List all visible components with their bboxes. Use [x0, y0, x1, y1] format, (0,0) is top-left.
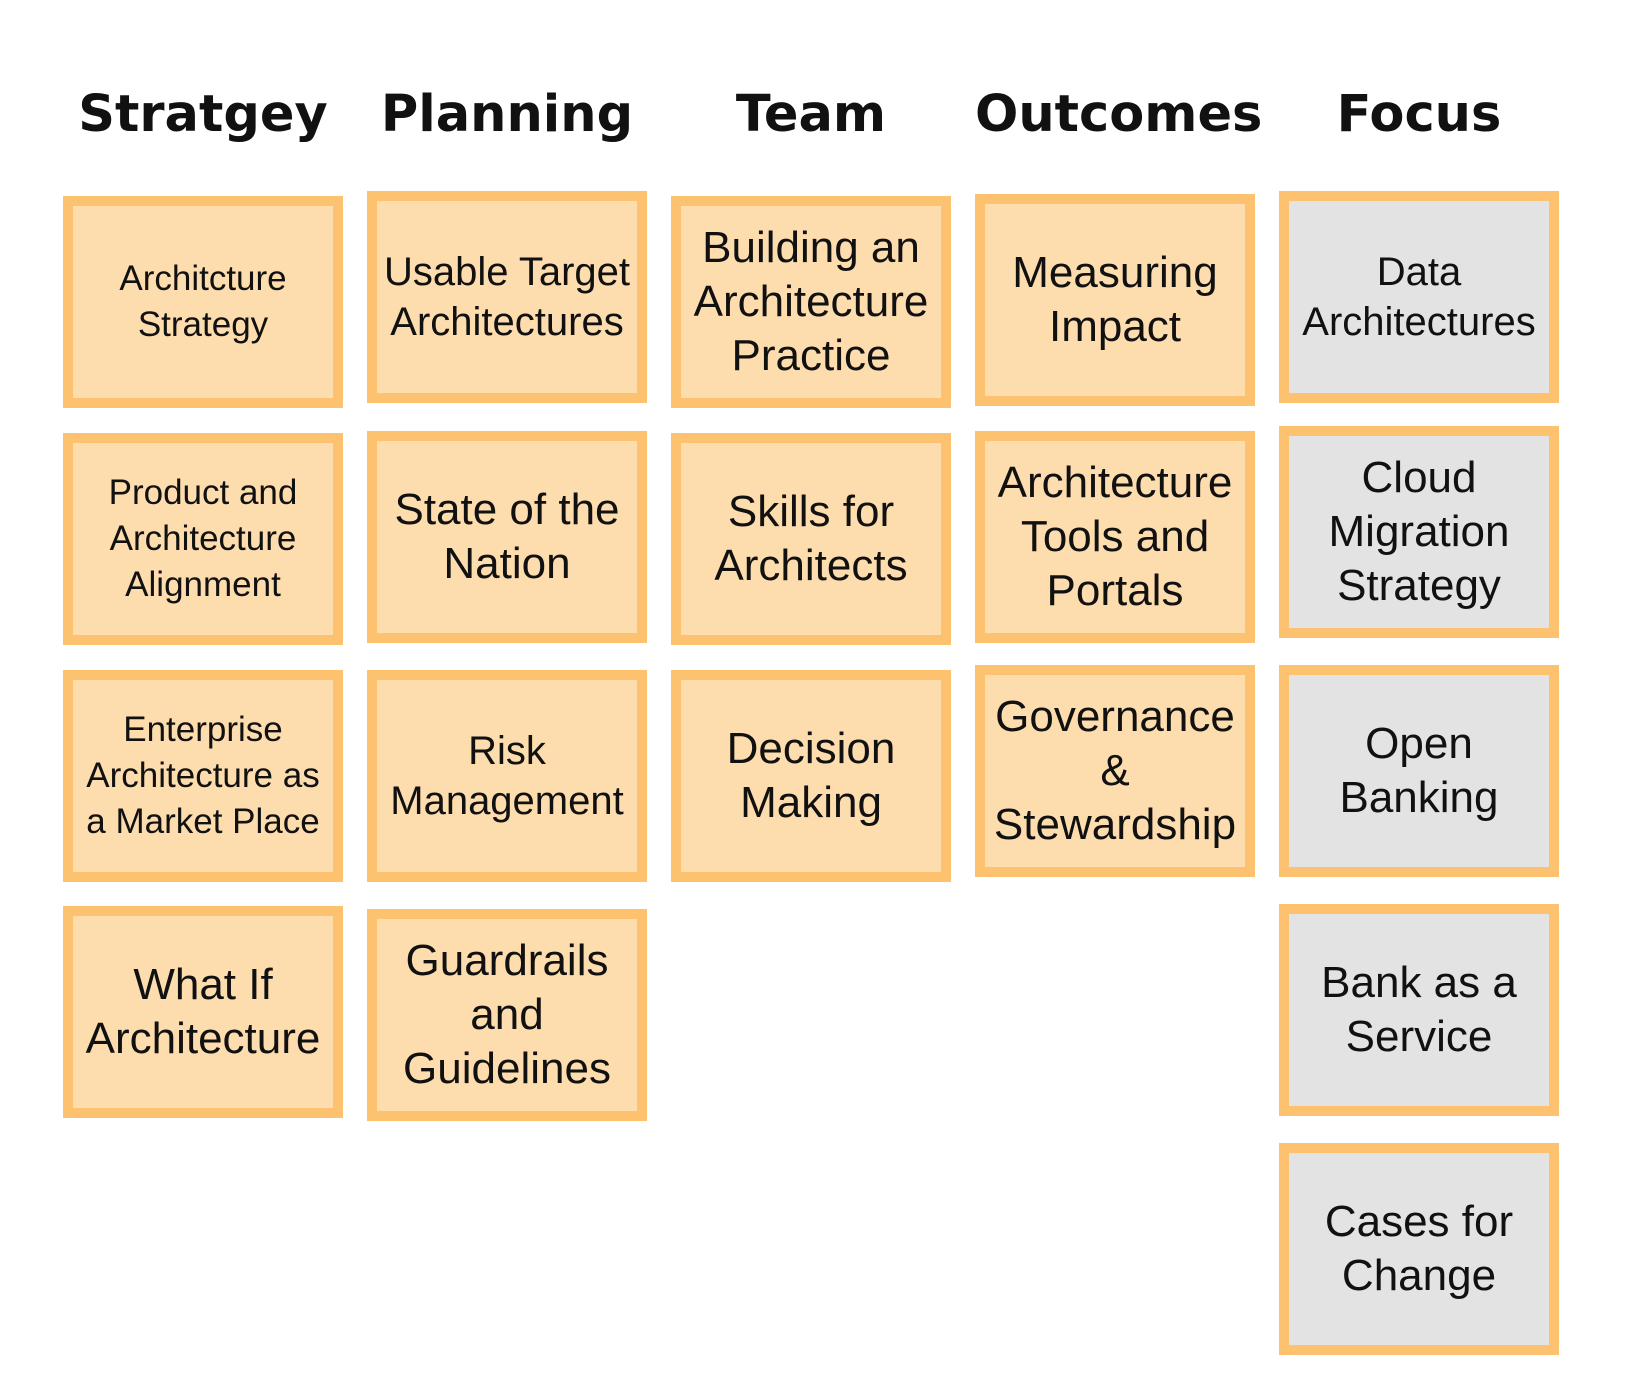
card-what-if-architecture: What If Architecture	[63, 906, 343, 1118]
card-decision-making: Decision Making	[671, 670, 951, 882]
card-label: Measuring Impact	[1012, 248, 1218, 351]
card-building-architecture-practice: Building an Architecture Practice	[671, 196, 951, 408]
card-data-architectures: Data Architectures	[1279, 191, 1559, 403]
card-label: Usable Target Architectures	[383, 250, 631, 344]
card-label: Skills for Architects	[714, 487, 908, 590]
card-state-of-the-nation: State of the Nation	[367, 431, 647, 643]
card-label: Architecture Tools and Portals	[997, 458, 1233, 615]
column-header: Stratgey	[78, 85, 328, 144]
card-enterprise-architecture-market-place: Enterprise Architecture as a Market Plac…	[63, 670, 343, 882]
card-label: Governance & Stewardship	[993, 692, 1237, 849]
card-label: What If Architecture	[85, 960, 321, 1063]
column-header: Team	[735, 85, 887, 144]
card-open-banking: Open Banking	[1279, 665, 1559, 877]
card-label: Architcture Strategy	[119, 259, 287, 344]
card-label: Decision Making	[726, 724, 896, 827]
card-label: Open Banking	[1339, 719, 1499, 822]
column-header: Outcomes	[975, 85, 1263, 144]
card-label: Data Architectures	[1302, 250, 1536, 344]
card-label: Risk Management	[390, 729, 624, 823]
card-label: Product and Architecture Alignment	[108, 473, 298, 604]
card-cases-for-change: Cases for Change	[1279, 1143, 1559, 1355]
card-architecture-tools-portals: Architecture Tools and Portals	[975, 431, 1255, 643]
card-skills-for-architects: Skills for Architects	[671, 433, 951, 645]
card-architecture-strategy: Architcture Strategy	[63, 196, 343, 408]
card-governance-stewardship: Governance & Stewardship	[975, 665, 1255, 877]
column-header: Focus	[1336, 85, 1502, 144]
card-label: Bank as a Service	[1321, 958, 1517, 1061]
card-guardrails-guidelines: Guardrails and Guidelines	[367, 909, 647, 1121]
card-label: State of the Nation	[394, 485, 620, 588]
card-label: Building an Architecture Practice	[693, 223, 929, 380]
column-header: Planning	[380, 85, 634, 144]
card-usable-target-architectures: Usable Target Architectures	[367, 191, 647, 403]
card-label: Guardrails and Guidelines	[403, 936, 611, 1093]
card-bank-as-a-service: Bank as a Service	[1279, 904, 1559, 1116]
card-product-architecture-alignment: Product and Architecture Alignment	[63, 433, 343, 645]
card-label: Cases for Change	[1324, 1197, 1514, 1300]
card-cloud-migration-strategy: Cloud Migration Strategy	[1279, 426, 1559, 638]
card-label: Enterprise Architecture as a Market Plac…	[86, 710, 320, 841]
card-measuring-impact: Measuring Impact	[975, 194, 1255, 406]
card-label: Cloud Migration Strategy	[1328, 453, 1510, 610]
card-risk-management: Risk Management	[367, 670, 647, 882]
